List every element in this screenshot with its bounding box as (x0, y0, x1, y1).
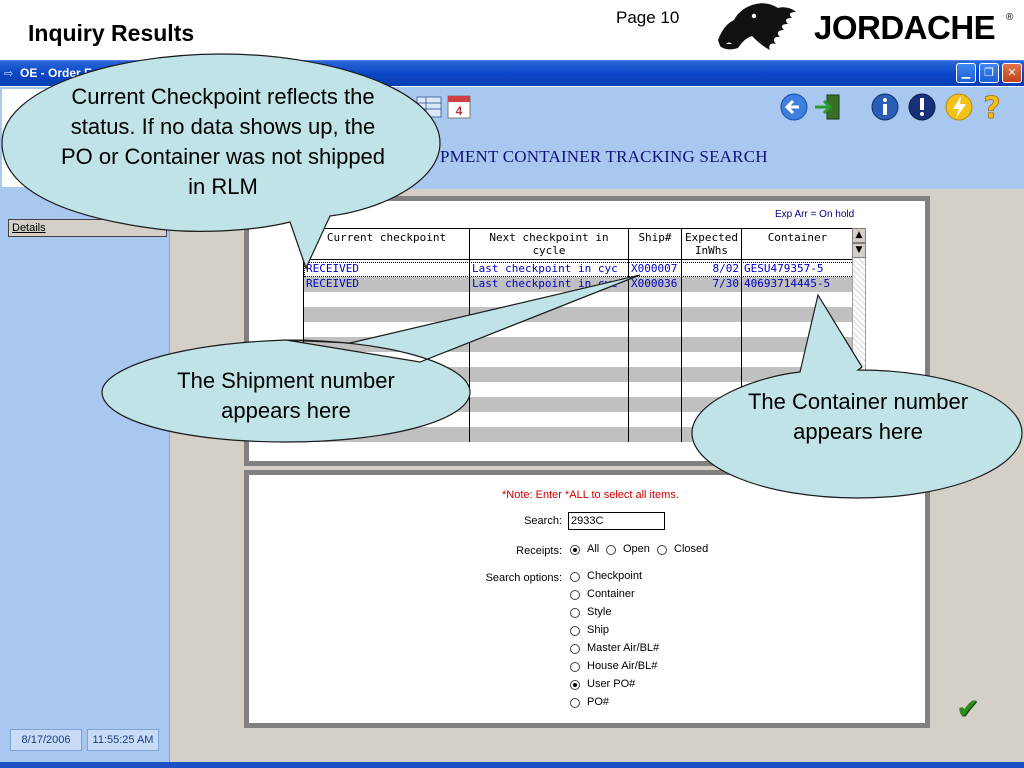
table-row[interactable] (304, 307, 853, 322)
table-cell: RECEIVED (306, 277, 359, 290)
column-header[interactable]: Expected InWhs (682, 228, 742, 260)
table-cell: 7/30 (712, 277, 740, 290)
option-house-air-bl--label[interactable]: House Air/BL# (587, 660, 658, 672)
receipt-closed-radio[interactable] (657, 545, 667, 555)
column-header[interactable]: Ship# (629, 228, 682, 260)
slide-title: Inquiry Results (28, 20, 195, 46)
option-style-radio[interactable] (570, 608, 580, 618)
table-cell: X000007 (631, 262, 678, 275)
option-style-label[interactable]: Style (587, 606, 612, 618)
table-row[interactable]: RECEIVED Last checkpoint in cyc X000036 7/3… (304, 277, 853, 292)
option-ship-radio[interactable] (570, 626, 580, 636)
option-checkpoint-label[interactable]: Checkpoint (587, 570, 643, 582)
table-row[interactable] (304, 292, 853, 307)
status-time: 11:55:25 AM (87, 729, 159, 751)
column-divider (681, 260, 682, 442)
brand-wordmark: JORDACHE (814, 9, 996, 46)
shipment-callout-text: The Shipment number appears here (177, 368, 395, 423)
info-icon[interactable] (870, 92, 900, 122)
scroll-up-button[interactable]: ▲ (852, 228, 866, 243)
search-note: *Note: Enter *ALL to select all items. (502, 489, 679, 501)
details-tab-label: Details (12, 222, 46, 234)
option-master-air-bl--label[interactable]: Master Air/BL# (587, 642, 660, 654)
receipt-all-radio[interactable] (570, 545, 580, 555)
horse-logo-icon (718, 3, 796, 51)
exit-door-icon[interactable] (813, 92, 843, 122)
option-po--label[interactable]: PO# (587, 696, 610, 708)
receipt-closed-label[interactable]: Closed (674, 543, 709, 555)
receipt-all-label[interactable]: All (587, 543, 600, 555)
option-po--radio[interactable] (570, 698, 580, 708)
legend-label: Exp Arr = On hold (774, 209, 856, 220)
taskbar-strip (0, 762, 1024, 768)
table-cell: RECEIVED (306, 262, 359, 275)
table-row[interactable] (304, 322, 853, 337)
option-user-po--label[interactable]: User PO# (587, 678, 636, 690)
table-cell: Last checkpoint in cyc (472, 277, 618, 290)
option-master-air-bl--radio[interactable] (570, 644, 580, 654)
option-house-air-bl--radio[interactable] (570, 662, 580, 672)
grid-tool-icon[interactable] (414, 92, 444, 122)
search-input[interactable] (568, 512, 665, 530)
help-icon[interactable]: ? (977, 92, 1007, 122)
table-row[interactable] (304, 337, 853, 352)
table-cell: X000036 (631, 277, 678, 290)
close-button[interactable]: ✕ (1002, 63, 1022, 83)
registered-mark: ® (1006, 12, 1014, 23)
calendar-icon[interactable]: 4 (444, 92, 474, 122)
table-cell: 8/02 (712, 262, 740, 275)
table-cell: Last checkpoint in cyc (472, 262, 618, 275)
lightning-icon[interactable] (944, 92, 974, 122)
column-header[interactable]: Next checkpoint in cycle (470, 228, 629, 260)
option-ship-label[interactable]: Ship (587, 624, 610, 636)
details-tab[interactable]: Details (8, 219, 167, 237)
checkpoint-callout-text: Current Checkpoint reflects the status. … (60, 84, 386, 199)
ok-checkmark-icon[interactable]: ✔ (956, 692, 980, 725)
back-arrow-icon[interactable] (779, 92, 809, 122)
scroll-down-button[interactable]: ▼ (852, 243, 866, 258)
alert-icon[interactable] (907, 92, 937, 122)
svg-text:4: 4 (456, 104, 463, 118)
table-row[interactable]: RECEIVED Last checkpoint in cyc X000007 8/0… (304, 262, 853, 277)
minimize-button[interactable]: ▁ (956, 63, 976, 83)
table-cell: 40693714445-5 (744, 277, 831, 290)
column-header[interactable]: Container (742, 228, 853, 260)
status-date: 8/17/2006 (10, 729, 82, 751)
receipts-label: Receipts: (516, 545, 562, 557)
option-container-radio[interactable] (570, 590, 580, 600)
app-icon: ⇨ (4, 67, 14, 80)
option-checkpoint-radio[interactable] (570, 572, 580, 582)
screen-title: PMENT CONTAINER TRACKING SEARCH (440, 147, 768, 166)
search-label: Search: (524, 515, 562, 527)
search-options-label: Search options: (485, 572, 562, 584)
receipt-open-label[interactable]: Open (623, 543, 650, 555)
table-row[interactable] (304, 352, 853, 367)
svg-text:?: ? (983, 92, 1000, 122)
column-divider (469, 260, 470, 442)
option-user-po--radio[interactable] (570, 680, 580, 690)
window-title: OE - Order E (20, 66, 93, 80)
page-number: Page 10 (616, 8, 680, 27)
restore-button[interactable]: ❐ (979, 63, 999, 83)
column-header[interactable]: Current checkpoint (304, 228, 470, 260)
receipt-open-radio[interactable] (606, 545, 616, 555)
table-cell: GESU479357-5 (744, 262, 824, 275)
column-divider (628, 260, 629, 442)
container-callout-text: The Container number appears here (747, 389, 969, 444)
option-container-label[interactable]: Container (587, 588, 635, 600)
